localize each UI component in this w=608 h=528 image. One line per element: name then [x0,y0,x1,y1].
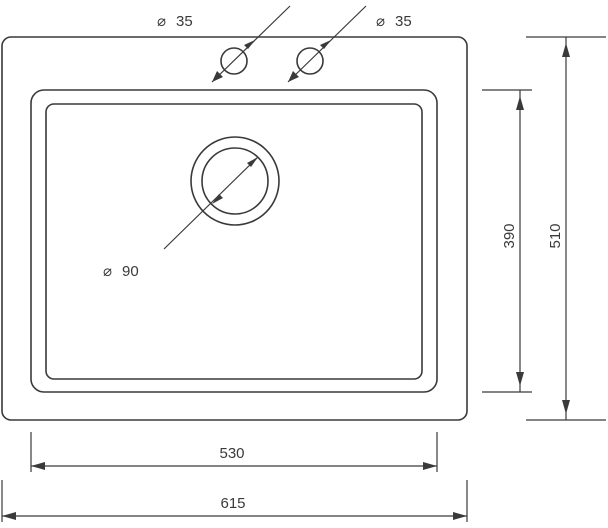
svg-text:⌀: ⌀ [157,12,166,30]
bowl-rim-outline [30,89,438,393]
dimension-bowl-height-label: 390 [501,223,518,248]
dimension-bowl-height: 390 [482,89,532,393]
tap-right-diameter-label: ⌀ 35 [376,12,412,30]
dimension-total-height-label: 510 [547,223,564,248]
tap-left-diameter-label: ⌀ 35 [157,12,193,30]
bowl-inner-outline [45,103,423,380]
dimension-bowl-width: 530 [30,432,438,472]
svg-text:35: 35 [176,13,193,30]
sink-outer-outline [1,36,468,421]
tap-hole-left [211,5,291,83]
svg-text:⌀: ⌀ [103,262,112,280]
dimension-total-width-label: 615 [220,495,245,512]
drain-hole [163,136,280,250]
tap-hole-right [287,5,367,83]
dimension-total-height: 510 [526,36,606,421]
dimension-bowl-width-label: 530 [219,445,244,462]
svg-text:35: 35 [395,13,412,30]
dimension-total-width: 615 [1,480,468,522]
drain-diameter-label: ⌀ 90 [103,262,139,280]
svg-text:⌀: ⌀ [376,12,385,30]
svg-text:90: 90 [122,263,139,280]
